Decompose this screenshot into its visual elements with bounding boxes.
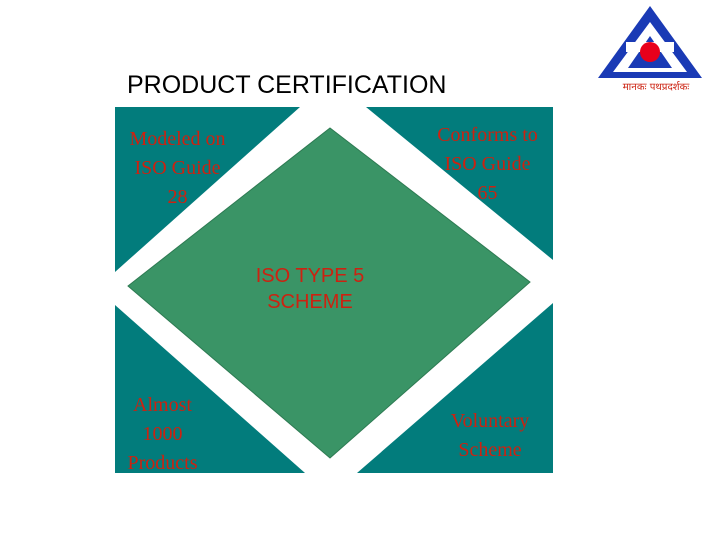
center-diamond [127,127,531,459]
top-right-panel [366,107,553,260]
bis-logo-icon [598,6,702,78]
top-left-panel [115,107,300,272]
bottom-right-label: Voluntary Scheme [450,410,530,461]
top-right-label: Conforms to ISO Guide 65 [437,124,538,204]
center-label: ISO TYPE 5 SCHEME [255,265,365,313]
bottom-right-panel [357,303,553,473]
bottom-left-panel [115,305,305,473]
bottom-left-label: Almost 1000 Products [127,394,198,474]
logo-motto: मानकः पथप्रदर्शकः [622,82,690,93]
page-title: PRODUCT CERTIFICATION [127,71,447,99]
top-left-label: Modeled on ISO Guide 28 [129,128,226,208]
